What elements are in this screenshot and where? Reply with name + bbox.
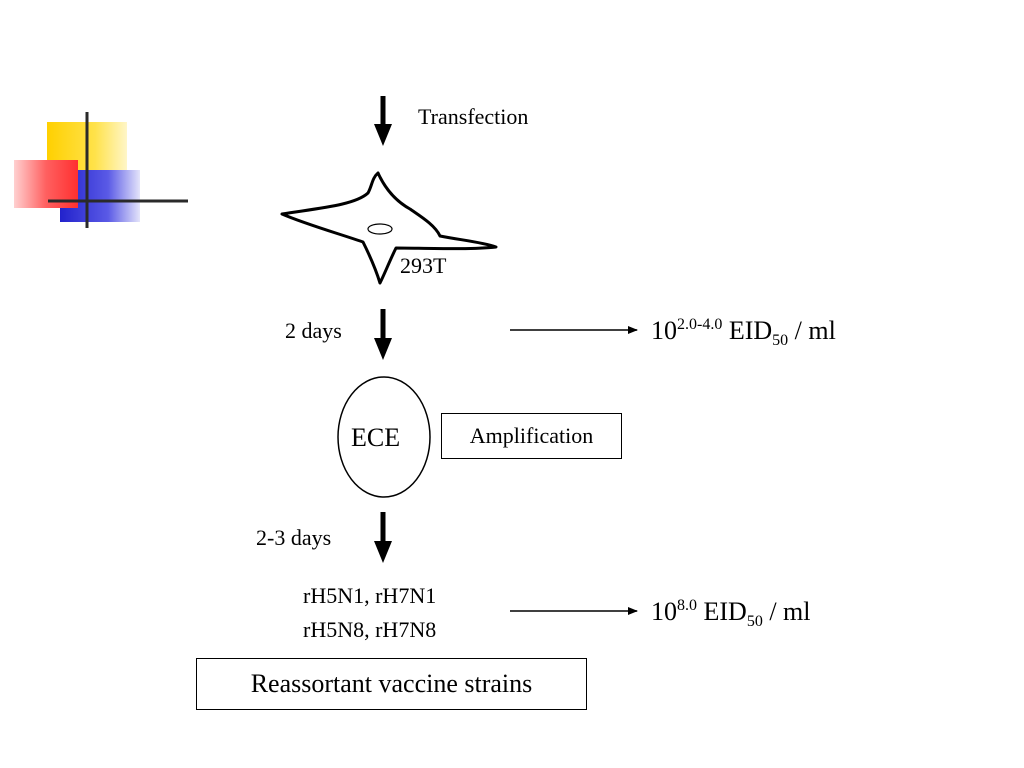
ece-egg-shape	[337, 376, 431, 498]
cell-nucleus	[367, 223, 393, 235]
cell-line-label: 293T	[400, 253, 447, 278]
incubation-2-days-label: 2 days	[285, 318, 342, 343]
titer-1-unit: EID	[728, 316, 773, 345]
titer-2-base: 10	[651, 597, 677, 626]
reassortant-strains-box: Reassortant vaccine strains	[196, 658, 587, 710]
reassortant-strains-label: Reassortant vaccine strains	[250, 669, 533, 698]
amplification-label: Amplification	[469, 423, 594, 448]
titer-2-per: / ml	[769, 597, 811, 626]
decorative-squares-graphic	[14, 112, 188, 228]
titer-1-exponent: 2.0-4.0	[677, 316, 723, 333]
amplification-box: Amplification	[441, 413, 622, 459]
down-arrow-transfection	[374, 96, 392, 146]
transfection-label: Transfection	[418, 104, 529, 129]
strains-line-2: rH5N8, rH7N8	[303, 617, 437, 642]
titer-1: 102.0-4.0 EID50 / ml	[651, 316, 836, 349]
titer-2-exponent: 8.0	[677, 597, 697, 614]
titer-1-per: / ml	[794, 316, 836, 345]
down-arrow-2-3-days	[374, 512, 392, 563]
titer-2-unit-sub: 50	[746, 613, 763, 630]
strains-line-1: rH5N1, rH7N1	[303, 583, 437, 608]
titer-1-base: 10	[651, 316, 677, 345]
titer-2: 108.0 EID50 / ml	[651, 597, 811, 630]
cell-293t-shape	[280, 171, 498, 285]
ece-label: ECE	[351, 423, 401, 452]
titer-1-unit-sub: 50	[772, 332, 789, 349]
incubation-2-3-days-label: 2-3 days	[256, 525, 332, 550]
down-arrow-2-days	[374, 309, 392, 360]
titer-2-unit: EID	[703, 597, 747, 626]
